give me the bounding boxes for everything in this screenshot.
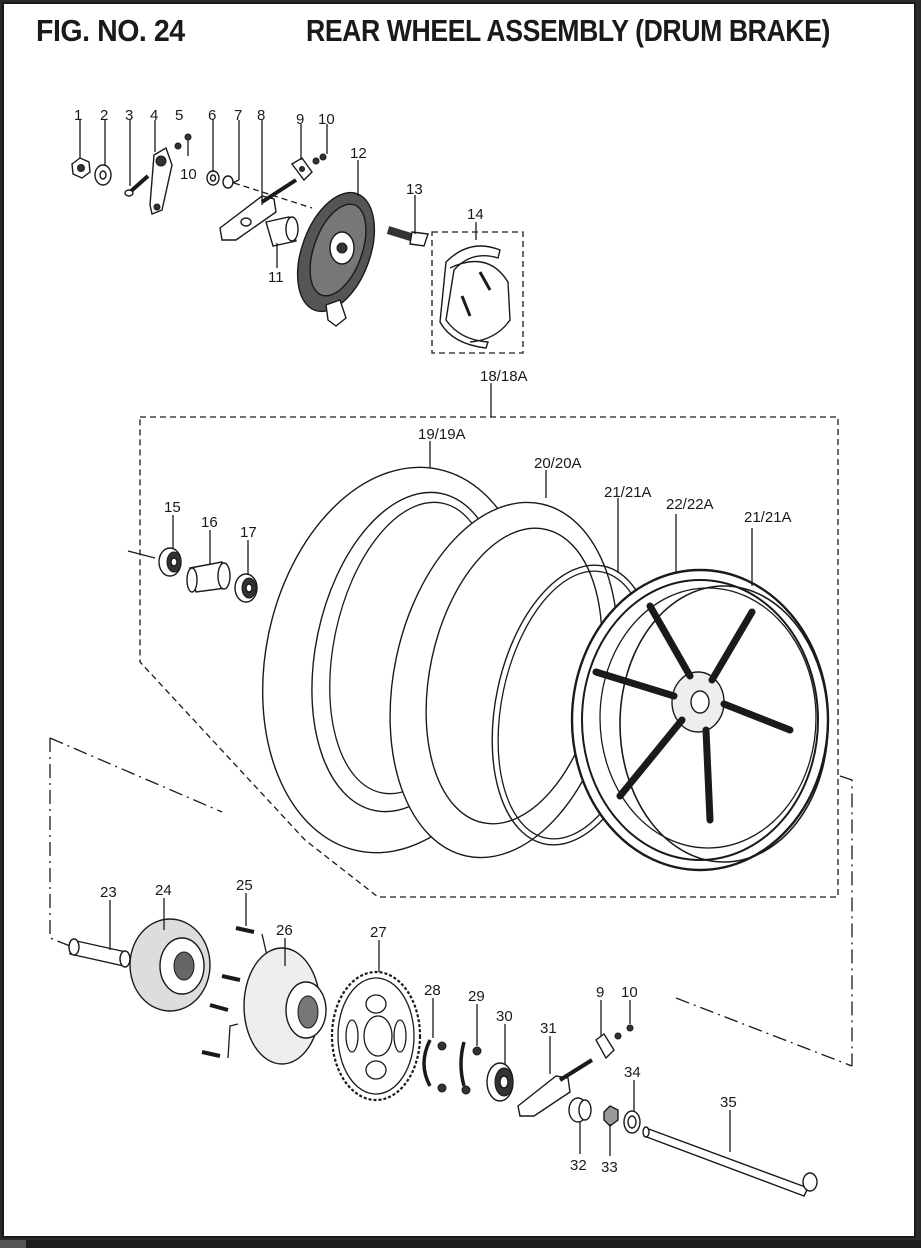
part-26-sprocket-hub xyxy=(243,947,327,1065)
callout-6: 6 xyxy=(208,107,216,124)
part-25-bolts xyxy=(201,926,269,1059)
part-12-brake-panel xyxy=(296,191,376,327)
part-9-adjuster-plate xyxy=(290,157,313,182)
part-7-o-ring xyxy=(222,175,234,189)
callout-22-22a: 22/22A xyxy=(666,496,714,513)
callout-13: 13 xyxy=(406,181,423,198)
part-10-nut xyxy=(319,153,327,161)
part-1-nut xyxy=(71,157,91,179)
callout-2: 2 xyxy=(100,107,108,124)
callout-5: 5 xyxy=(175,107,183,124)
part-15-bearing xyxy=(158,547,182,577)
callout-15: 15 xyxy=(164,499,181,516)
part-3-bolt xyxy=(124,174,150,197)
callout-3: 3 xyxy=(125,107,133,124)
callout-9: 9 xyxy=(296,111,304,128)
callout-20-20a: 20/20A xyxy=(534,455,582,472)
part-13-brake-cam xyxy=(386,226,429,247)
callout-8: 8 xyxy=(257,107,265,124)
part-9-adjuster-plate xyxy=(595,1032,615,1060)
callout-14: 14 xyxy=(467,206,484,223)
part-32-collar xyxy=(568,1097,592,1123)
callout-7: 7 xyxy=(234,107,242,124)
part-2-washer xyxy=(94,164,112,186)
callout-10: 10 xyxy=(180,166,197,183)
callout-32: 32 xyxy=(570,1157,587,1174)
part-20-tube xyxy=(389,501,619,859)
callout-26: 26 xyxy=(276,922,293,939)
callout-10: 10 xyxy=(318,111,335,128)
callout-35: 35 xyxy=(720,1094,737,1111)
figure-number: FIG. NO. 24 xyxy=(36,13,185,48)
callout-9: 9 xyxy=(596,984,604,1001)
axis-line-right xyxy=(839,775,853,1066)
callout-33: 33 xyxy=(601,1159,618,1176)
wheel-assembly-boundary xyxy=(139,416,839,898)
callout-16: 16 xyxy=(201,514,218,531)
callout-10: 10 xyxy=(621,984,638,1001)
figure-title: REAR WHEEL ASSEMBLY (DRUM BRAKE) xyxy=(306,13,830,48)
part-4-brake-arm xyxy=(149,146,173,215)
part-17-bearing xyxy=(234,573,258,603)
callout-18-18a: 18/18A xyxy=(480,368,528,385)
part-28-lock-plates xyxy=(422,1039,466,1093)
callout-1: 1 xyxy=(74,107,82,124)
scrollbar-thumb[interactable] xyxy=(0,1240,26,1248)
part-5-nut xyxy=(174,142,182,150)
part-29-nuts xyxy=(461,1046,482,1095)
callout-4: 4 xyxy=(150,107,158,124)
part-27-driven-sprocket xyxy=(330,970,422,1102)
part-10-nut xyxy=(626,1024,634,1032)
callout-27: 27 xyxy=(370,924,387,941)
part-23-drive-sleeve xyxy=(68,938,131,968)
callout-24: 24 xyxy=(155,882,172,899)
callout-31: 31 xyxy=(540,1020,557,1037)
callout-28: 28 xyxy=(424,982,441,999)
callout-11: 11 xyxy=(268,269,284,286)
part-10-nut xyxy=(614,1032,622,1040)
callout-30: 30 xyxy=(496,1008,513,1025)
part-14-brake-shoe-set xyxy=(431,231,524,354)
part-33-nut xyxy=(603,1105,619,1127)
part-16-distance-collar xyxy=(186,561,231,593)
part-10-nut xyxy=(312,157,320,165)
part-34-washer xyxy=(623,1110,641,1134)
part-31-chain-adjuster xyxy=(517,1058,594,1117)
callout-21-21a: 21/21A xyxy=(744,509,792,526)
part-6-washer xyxy=(206,170,220,186)
part-22-cast-wheel xyxy=(570,568,830,872)
part-35-axle xyxy=(642,1126,818,1197)
part-8-chain-adjuster xyxy=(219,178,298,241)
leader-lines-top xyxy=(79,120,477,268)
part-10-nut xyxy=(184,133,192,141)
callout-23: 23 xyxy=(100,884,117,901)
callout-19-19a: 19/19A xyxy=(418,426,466,443)
callout-29: 29 xyxy=(468,988,485,1005)
callout-21-21a: 21/21A xyxy=(604,484,652,501)
callout-25: 25 xyxy=(236,877,253,894)
part-30-bearing xyxy=(486,1062,514,1102)
part-11-collar xyxy=(265,216,299,247)
horizontal-scrollbar[interactable] xyxy=(0,1240,921,1248)
callout-12: 12 xyxy=(350,145,367,162)
axis-line-left xyxy=(49,738,71,947)
part-24-damper-rubber xyxy=(129,918,211,1012)
callout-17: 17 xyxy=(240,524,257,541)
callout-34: 34 xyxy=(624,1064,641,1081)
wheel-spokes xyxy=(592,602,794,824)
callout-labels: 1 2 3 4 5 10 6 7 8 9 10 12 11 13 14 18/1… xyxy=(74,107,792,1176)
